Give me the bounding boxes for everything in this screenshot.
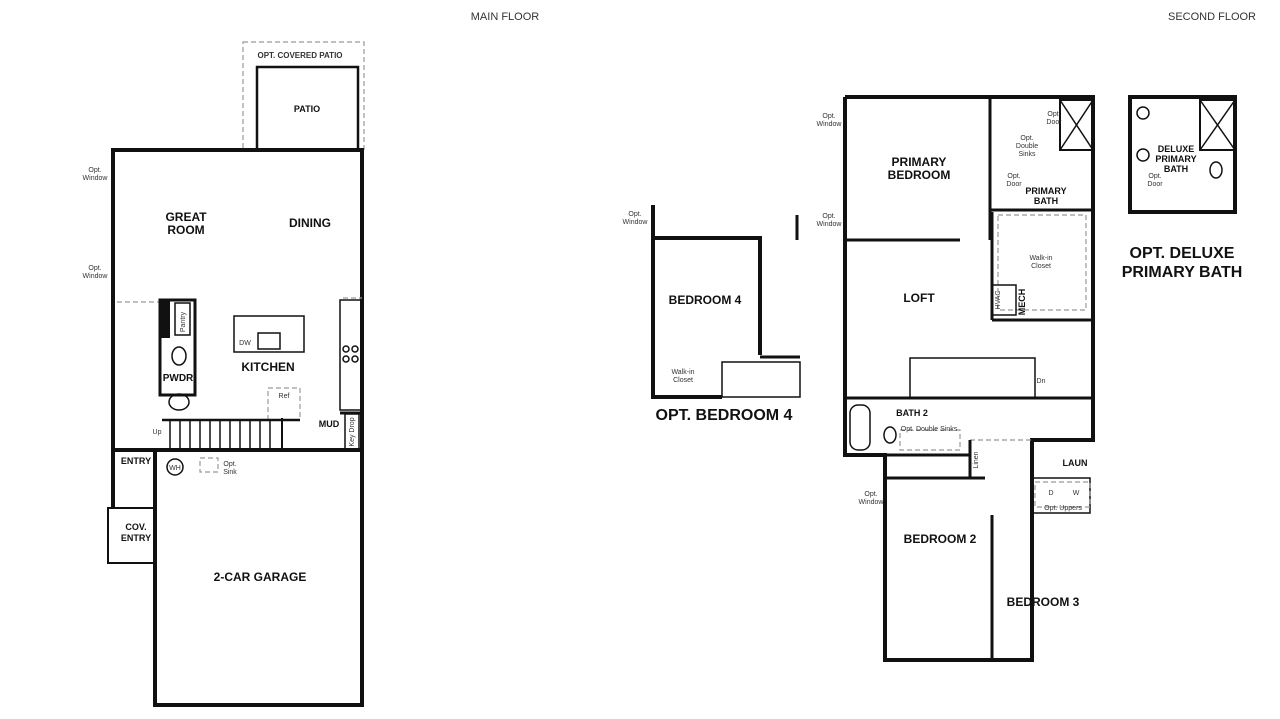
svg-text:Door: Door xyxy=(1006,181,1022,188)
svg-text:Sinks: Sinks xyxy=(1018,151,1036,158)
svg-text:BEDROOM: BEDROOM xyxy=(888,168,951,182)
svg-text:Door: Door xyxy=(1046,119,1062,126)
opt-deluxe-bath-caption: OPT. DELUXE xyxy=(1130,245,1235,262)
patio-label: PATIO xyxy=(294,104,320,114)
loft-label: LOFT xyxy=(903,291,935,305)
svg-text:Closet: Closet xyxy=(673,377,693,384)
opt-sink-label: Opt. xyxy=(223,461,236,468)
walkin-closet-label: Walk-in xyxy=(1029,255,1052,262)
svg-text:Opt.: Opt. xyxy=(864,491,877,498)
svg-text:Window: Window xyxy=(83,273,109,280)
svg-text:PRIMARY: PRIMARY xyxy=(1155,154,1196,164)
svg-text:Opt.: Opt. xyxy=(822,213,835,220)
opt-door-label: Opt. xyxy=(1047,111,1060,118)
bedroom-3-label: BEDROOM 3 xyxy=(1007,595,1080,609)
water-heater-label: WH xyxy=(169,465,181,472)
mud-label: MUD xyxy=(319,419,340,429)
dw-label: DW xyxy=(239,340,251,347)
mech-label: MECH xyxy=(1017,289,1027,316)
opt-double-sinks-2-label: Opt. Double Sinks xyxy=(901,426,958,433)
opt-window-label: Opt. xyxy=(88,265,101,272)
opt-bedroom-4-plan: Opt. Window BEDROOM 4 Walk-in Closet OPT… xyxy=(623,205,801,424)
bath-2-label: BATH 2 xyxy=(896,408,928,418)
primary-bedroom-label: PRIMARY xyxy=(892,155,947,169)
opt-bedroom-4-caption: OPT. BEDROOM 4 xyxy=(656,407,793,424)
stairs-up-label: Up xyxy=(153,429,162,436)
hvac-label: HVAC xyxy=(995,291,1002,310)
primary-bath-label: PRIMARY xyxy=(1025,186,1066,196)
svg-text:Window: Window xyxy=(83,175,109,182)
svg-text:PRIMARY BATH: PRIMARY BATH xyxy=(1122,264,1243,281)
svg-text:ENTRY: ENTRY xyxy=(121,533,151,543)
svg-text:Door: Door xyxy=(1147,181,1163,188)
key-drop-label: Key Drop xyxy=(349,417,356,446)
kitchen-label: KITCHEN xyxy=(241,360,294,374)
svg-text:Opt.: Opt. xyxy=(822,113,835,120)
garage-label: 2-CAR GARAGE xyxy=(214,570,307,584)
stairs-down-label: Dn xyxy=(1037,378,1046,385)
svg-text:Double: Double xyxy=(1016,143,1038,150)
opt-uppers-label: Opt. Uppers xyxy=(1044,505,1082,512)
pwdr-label: PWDR xyxy=(163,373,194,384)
svg-text:BATH: BATH xyxy=(1164,164,1188,174)
opt-door-label: Opt. xyxy=(1007,173,1020,180)
bedroom-4-label: BEDROOM 4 xyxy=(669,293,742,307)
walkin-closet-label: Walk-in xyxy=(671,369,694,376)
svg-text:Opt.: Opt. xyxy=(628,211,641,218)
dining-label: DINING xyxy=(289,216,331,230)
ref-label: Ref xyxy=(279,393,290,400)
great-room-label: GREAT xyxy=(165,210,207,224)
main-floor-plan: Opt. Window Opt. Window OPT. COVERED PAT… xyxy=(83,41,365,707)
main-floor-heading: MAIN FLOOR xyxy=(471,11,540,23)
svg-text:Sink: Sink xyxy=(223,469,237,476)
svg-text:Window: Window xyxy=(817,121,843,128)
opt-window-label: Opt. xyxy=(88,167,101,174)
entry-label: ENTRY xyxy=(121,456,151,466)
svg-text:Closet: Closet xyxy=(1031,263,1051,270)
second-floor-heading: SECOND FLOOR xyxy=(1168,11,1256,23)
opt-covered-patio-label: OPT. COVERED PATIO xyxy=(257,51,342,60)
bedroom-2-label: BEDROOM 2 xyxy=(904,532,977,546)
dryer-label: D xyxy=(1048,490,1053,497)
svg-text:Window: Window xyxy=(623,219,649,226)
linen-label: Linen xyxy=(973,451,980,468)
opt-double-sinks-label: Opt. xyxy=(1020,135,1033,142)
opt-door-label: Opt. xyxy=(1148,173,1161,180)
cov-entry-label: COV. xyxy=(125,522,146,532)
svg-text:Window: Window xyxy=(817,221,843,228)
svg-text:ROOM: ROOM xyxy=(167,223,204,237)
deluxe-bath-label: DELUXE xyxy=(1158,144,1195,154)
pantry-label: Pantry xyxy=(180,311,187,332)
svg-text:BATH: BATH xyxy=(1034,196,1058,206)
second-floor-plan: Opt. Window Opt. Window PRIMARY BEDROOM … xyxy=(817,95,1095,662)
opt-deluxe-primary-bath-plan: DELUXE PRIMARY BATH Opt. Door OPT. DELUX… xyxy=(1122,95,1243,281)
washer-label: W xyxy=(1073,490,1080,497)
svg-text:Window: Window xyxy=(859,499,885,506)
laundry-label: LAUN xyxy=(1063,458,1088,468)
